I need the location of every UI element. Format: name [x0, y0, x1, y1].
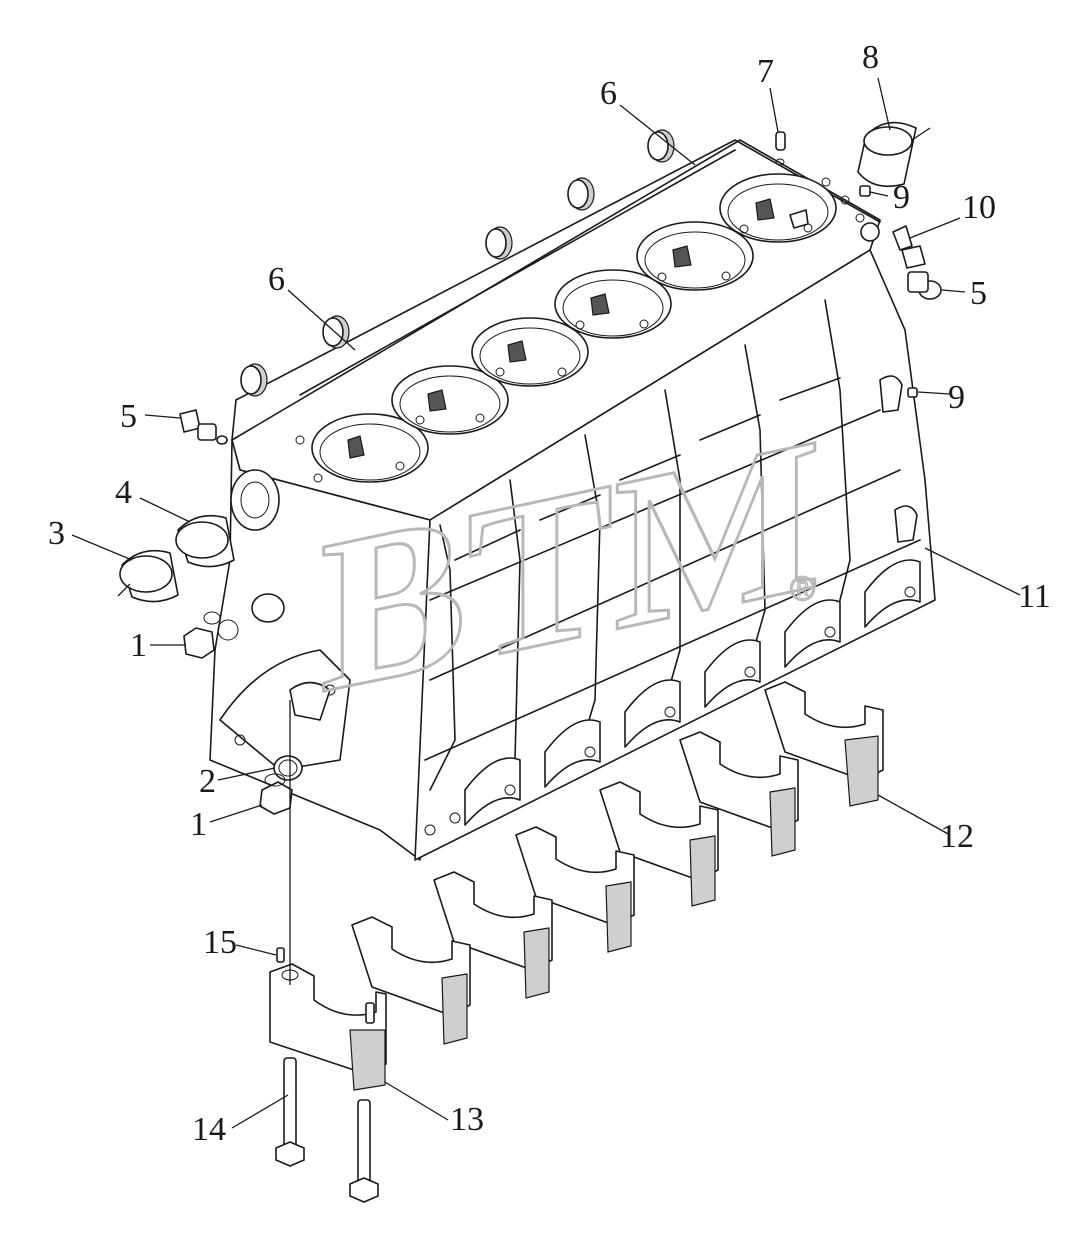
callout-11: 11 [1018, 578, 1051, 615]
main-bearing-cap-13 [269, 963, 387, 1091]
callout-2: 2 [199, 763, 216, 800]
leader-lines [71, 77, 1021, 1129]
cylinder-bore-1 [311, 413, 429, 483]
dowel-pin-15 [276, 947, 285, 963]
watermark-registered-mark: ® [790, 570, 815, 608]
deck-bolt-holes [295, 177, 865, 483]
cylinder-block [209, 139, 936, 861]
callout-3: 3 [48, 515, 65, 552]
main-bearing-bolts-14 [275, 1002, 379, 1203]
bearing-cap [599, 781, 719, 907]
callout-14: 14 [192, 1111, 226, 1148]
callout-6-lower: 6 [268, 261, 285, 298]
callout-labels: 1 1 2 3 4 5 5 6 6 7 8 9 9 10 11 12 13 14… [48, 39, 1051, 1148]
plug-5-left [179, 409, 228, 445]
sleeve-4 [175, 514, 235, 568]
callout-12: 12 [940, 818, 974, 855]
main-bearing-caps-12 [351, 681, 884, 1045]
cylinder-bore-3 [471, 317, 589, 387]
plug-5-right [901, 245, 942, 300]
callout-9-right: 9 [948, 379, 965, 416]
cylinder-bore-2 [391, 365, 509, 435]
bearing-cap [515, 826, 635, 953]
callout-6-upper: 6 [600, 75, 617, 112]
bearing-cap [764, 681, 884, 807]
sleeve-3 [119, 549, 179, 603]
rear-corner-details [860, 222, 918, 543]
callout-13: 13 [450, 1101, 484, 1138]
callout-15: 15 [203, 924, 237, 961]
callout-5-left: 5 [120, 398, 137, 435]
callout-1-upper: 1 [130, 627, 147, 664]
callout-9-top: 9 [893, 179, 910, 216]
cylinder-bore-4 [554, 269, 672, 339]
callout-1-lower: 1 [190, 806, 207, 843]
sleeve-8 [857, 121, 917, 188]
plug-1-upper [183, 611, 239, 659]
dowel-9-right [907, 387, 918, 398]
flange-holes [424, 586, 916, 836]
callout-8: 8 [862, 39, 879, 76]
callout-4: 4 [115, 474, 132, 511]
bracket-10 [892, 225, 913, 251]
o-ring-2 [273, 755, 303, 781]
bearing-cap [351, 916, 471, 1045]
bearing-cap [433, 871, 553, 999]
dowel-pin-7 [775, 131, 786, 166]
main-bearing-saddles [464, 559, 921, 826]
cylinder-bore-6 [719, 173, 837, 243]
block-ribs [424, 299, 921, 791]
callout-10: 10 [962, 189, 996, 226]
dowel-9-top [859, 185, 871, 197]
bearing-cap [679, 731, 799, 857]
cylinder-bore-5 [636, 221, 754, 291]
callout-5-right: 5 [970, 275, 987, 312]
callout-7: 7 [757, 53, 774, 90]
front-end-details [219, 469, 351, 771]
